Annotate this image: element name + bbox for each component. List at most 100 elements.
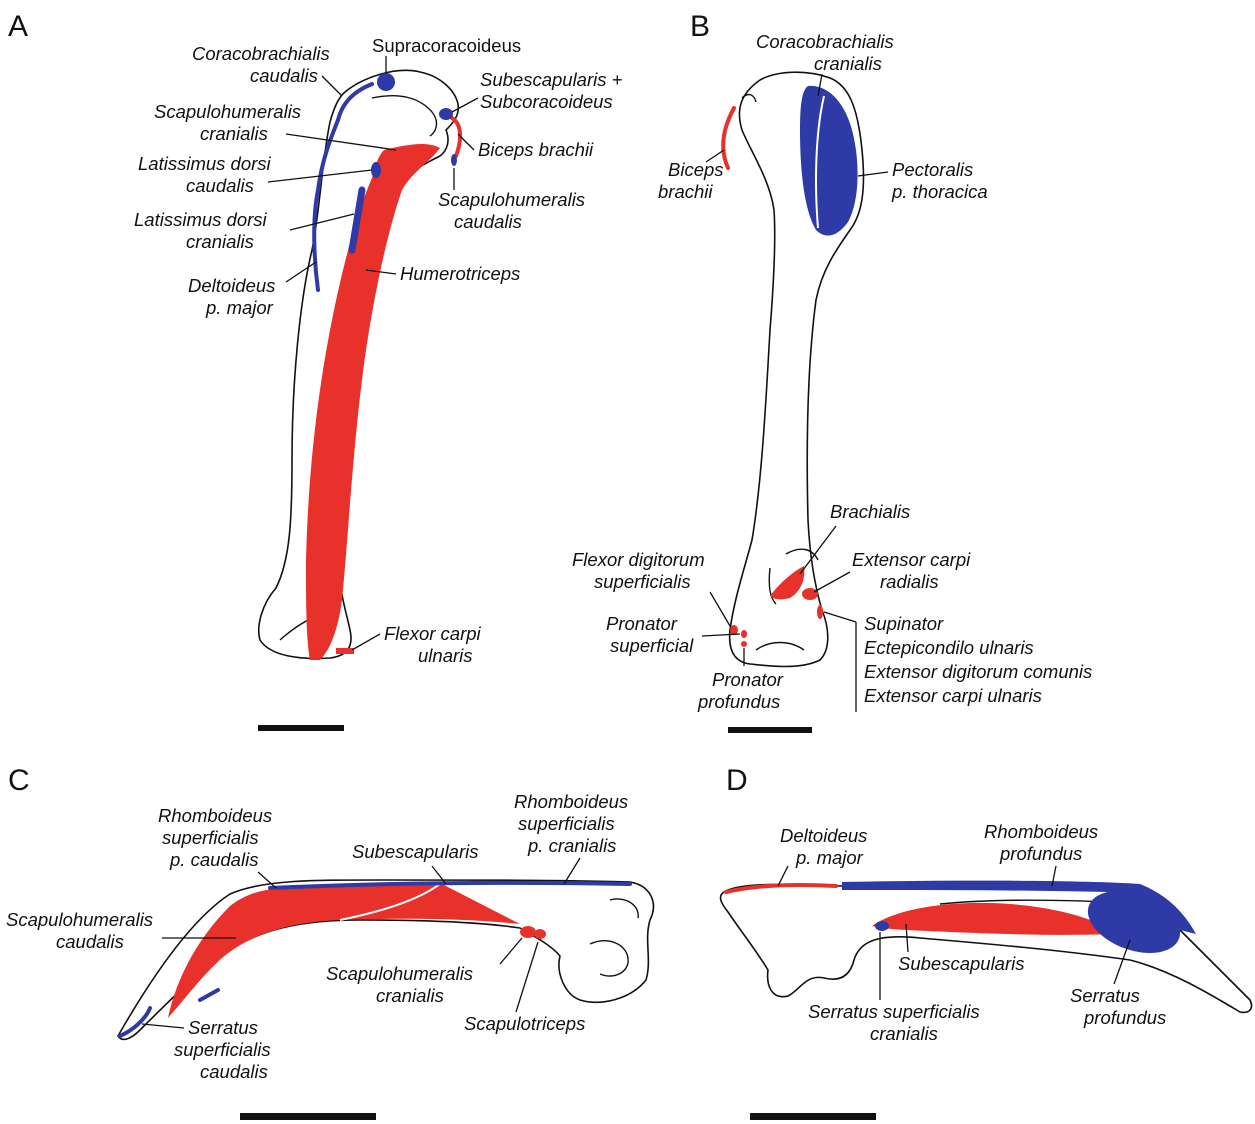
label-extensor-carpi-radialis-2: radialis: [880, 571, 939, 592]
scapulotriceps-area: [534, 929, 546, 939]
label-biceps-b-1: Biceps: [668, 159, 724, 180]
label-rhomboideus-d-2: profundus: [999, 843, 1082, 864]
biceps-brachii-line: [452, 118, 460, 156]
label-coracobrachialis-cranialis-1: Coracobrachialis: [756, 31, 894, 52]
label-rhomboideus-cranialis-3: p. cranialis: [527, 835, 616, 856]
label-scapulohumeralis-cranialis-c-2: cranialis: [376, 985, 444, 1006]
label-scapulohumeralis-caudalis-1: Scapulohumeralis: [438, 189, 585, 210]
leader-serratus-c: [142, 1024, 184, 1028]
scale-bar-d: [750, 1113, 876, 1120]
leader-deltoideus-d: [778, 866, 788, 886]
label-serratus-c-2: superficialis: [174, 1039, 271, 1060]
serratus-c-line-2: [200, 990, 218, 1000]
label-scapulotriceps: Scapulotriceps: [464, 1013, 585, 1034]
label-scapulohumeralis-cranialis-1: Scapulohumeralis: [154, 101, 301, 122]
label-flexor-carpi-2: ulnaris: [418, 645, 473, 666]
label-pronator-superficial-2: superficial: [610, 635, 694, 656]
label-biceps-b-2: brachii: [658, 181, 713, 202]
panel-a-letter: A: [8, 10, 28, 43]
label-pronator-superficial-1: Pronator: [606, 613, 678, 634]
label-deltoideus-2: p. major: [205, 297, 274, 318]
panel-b-letter: B: [690, 10, 710, 43]
label-coracobrachialis-cranialis-2: cranialis: [814, 53, 882, 74]
leader-coracobrachialis-caudalis: [322, 76, 342, 96]
leader-flexor-digitorum: [710, 592, 730, 626]
label-coracobrachialis-caudalis-1: Coracobrachialis: [192, 43, 330, 64]
leader-rhomboideus-cranialis: [564, 858, 580, 884]
label-serratus-c-1: Serratus: [188, 1017, 258, 1038]
flexor-carpi-ulnaris-area: [336, 648, 354, 654]
label-extensor-carpi-ulnaris: Extensor carpi ulnaris: [864, 685, 1042, 706]
scale-bar-a: [258, 725, 344, 731]
label-subescapularis-d: Subescapularis: [898, 953, 1025, 974]
label-serratus-c-3: caudalis: [200, 1061, 268, 1082]
label-rhomboideus-cranialis-1: Rhomboideus: [514, 791, 628, 812]
serratus-superficialis-d-area: [875, 921, 889, 931]
leader-scapulohumeralis-cranialis-c: [500, 938, 522, 964]
leader-scapulotriceps: [516, 942, 538, 1012]
label-rhomboideus-caudalis-3: p. caudalis: [169, 849, 258, 870]
pronator-profundus-area: [741, 641, 747, 647]
latissimus-caudalis-area: [371, 162, 381, 178]
label-coracobrachialis-caudalis-2: caudalis: [250, 65, 318, 86]
label-pronator-profundus-2: profundus: [697, 691, 780, 712]
label-serratus-prof-d-1: Serratus: [1070, 985, 1140, 1006]
label-flexor-digitorum-1: Flexor digitorum: [572, 549, 705, 570]
scapulohumeralis-cranialis-c-area: [520, 926, 536, 938]
label-humerotriceps: Humerotriceps: [400, 263, 520, 284]
label-deltoideus-d-2: p. major: [795, 847, 864, 868]
label-latissimus-cranialis-2: cranialis: [186, 231, 254, 252]
extensor-carpi-radialis-area: [802, 588, 818, 600]
supracoracoideus-area: [377, 73, 395, 91]
label-subescapularis-1: Subescapularis +: [480, 69, 623, 90]
subescapularis-area: [439, 108, 453, 120]
flexor-digitorum-area: [730, 625, 738, 635]
leader-flexor-carpi: [352, 634, 380, 650]
leader-supinator-group: [824, 612, 856, 712]
label-supinator: Supinator: [864, 613, 944, 634]
label-latissimus-cranialis-1: Latissimus dorsi: [134, 209, 268, 230]
label-extensor-carpi-radialis-1: Extensor carpi: [852, 549, 971, 570]
label-biceps-brachii: Biceps brachii: [478, 139, 594, 160]
panel-a: A Coracobrachialis caudalis Supracoracoi…: [8, 10, 623, 731]
label-subescapularis-c: Subescapularis: [352, 841, 479, 862]
label-brachialis: Brachialis: [830, 501, 910, 522]
panel-c: C Rhomboideus superficialis p. caudalis …: [6, 764, 653, 1120]
leader-extensor-carpi-radialis: [814, 572, 850, 592]
label-serratus-sup-d-2: cranialis: [870, 1023, 938, 1044]
label-rhomboideus-caudalis-1: Rhomboideus: [158, 805, 272, 826]
label-ectepicondilo: Ectepicondilo ulnaris: [864, 637, 1034, 658]
scale-bar-b: [728, 727, 812, 733]
biceps-b-line: [723, 108, 734, 168]
label-extensor-digitorum: Extensor digitorum comunis: [864, 661, 1092, 682]
pronator-superficial-area: [741, 630, 747, 638]
label-supracoracoideus: Supracoracoideus: [372, 35, 521, 56]
panel-c-letter: C: [8, 764, 30, 797]
label-flexor-carpi-1: Flexor carpi: [384, 623, 482, 644]
label-serratus-sup-d-1: Serratus superficialis: [808, 1001, 980, 1022]
panel-b: B Coracobrachialis cranialis Biceps brac…: [572, 10, 1092, 733]
panel-d: D Deltoideus p. major Rhomboideus profun…: [721, 764, 1252, 1120]
scale-bar-c: [240, 1113, 376, 1120]
label-rhomboideus-d-1: Rhomboideus: [984, 821, 1098, 842]
label-rhomboideus-caudalis-2: superficialis: [162, 827, 259, 848]
label-pronator-profundus-1: Pronator: [712, 669, 784, 690]
label-latissimus-caudalis-1: Latissimus dorsi: [138, 153, 272, 174]
label-serratus-prof-d-2: profundus: [1083, 1007, 1166, 1028]
supinator-group-area: [817, 605, 823, 619]
scapulohumeralis-caudalis-area: [451, 154, 457, 166]
label-scapulohumeralis-cranialis-c-1: Scapulohumeralis: [326, 963, 473, 984]
panel-d-letter: D: [726, 764, 748, 797]
label-pectoralis-2: p. thoracica: [891, 181, 988, 202]
label-deltoideus-d-1: Deltoideus: [780, 825, 867, 846]
label-rhomboideus-cranialis-2: superficialis: [518, 813, 615, 834]
label-subescapularis-2: Subcoracoideus: [480, 91, 613, 112]
label-pectoralis-1: Pectoralis: [892, 159, 973, 180]
label-scapulohumeralis-caudalis-c-1: Scapulohumeralis: [6, 909, 153, 930]
label-latissimus-caudalis-2: caudalis: [186, 175, 254, 196]
label-scapulohumeralis-caudalis-c-2: caudalis: [56, 931, 124, 952]
label-deltoideus-1: Deltoideus: [188, 275, 275, 296]
label-scapulohumeralis-cranialis-2: cranialis: [200, 123, 268, 144]
label-flexor-digitorum-2: superficialis: [594, 571, 691, 592]
